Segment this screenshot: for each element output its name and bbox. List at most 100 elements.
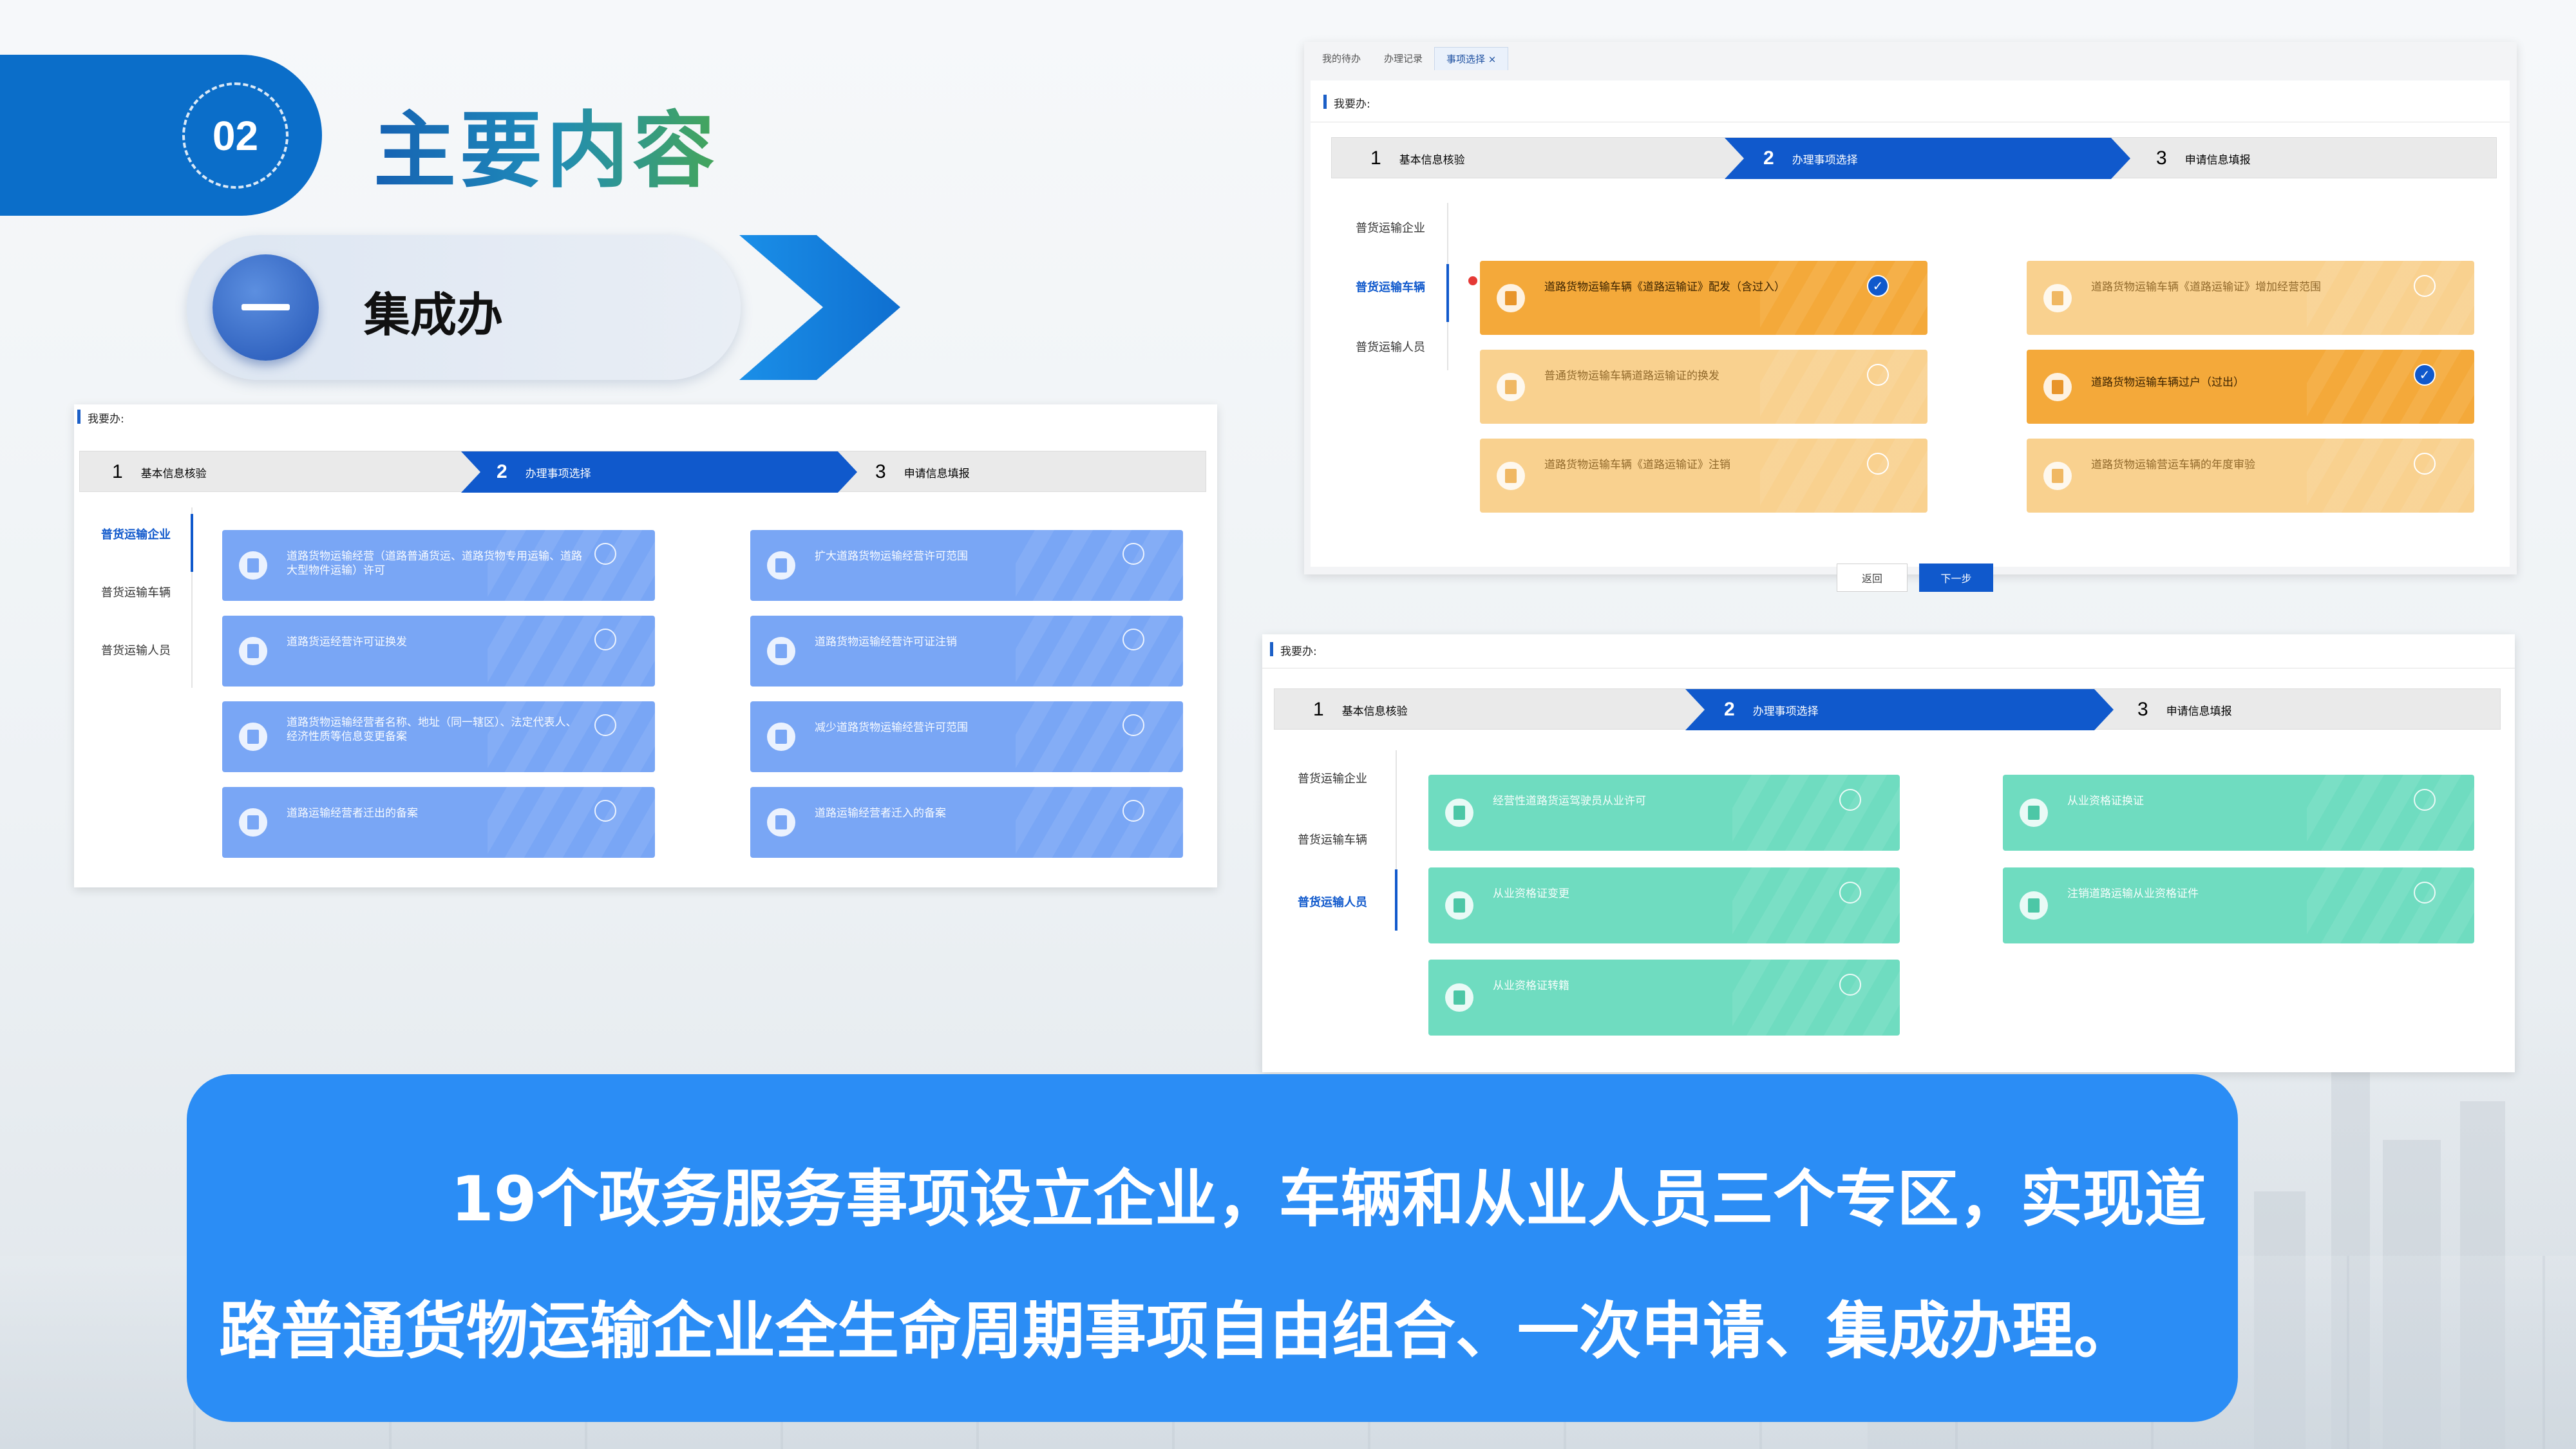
service-card[interactable]: 扩大道路货物运输经营许可范围 (750, 530, 1183, 601)
page-title: 主要内容 (374, 84, 719, 203)
document-icon (2043, 462, 2072, 490)
vehicle-matters-panel: 我的待办 办理记录 事项选择 × 我要办: 1 基本信息核验 2 办理事项选择 … (1304, 42, 2517, 592)
notification-dot (1468, 276, 1477, 285)
service-card[interactable]: 道路货物运输经营许可证注销 (750, 616, 1183, 687)
tab-strip: 我的待办 办理记录 事项选择 × (1311, 44, 1509, 70)
radio-button[interactable] (1867, 364, 1889, 386)
document-icon (239, 808, 267, 837)
dash-icon (242, 304, 290, 310)
radio-button[interactable] (1839, 974, 1861, 996)
panel-title: 我要办: (77, 410, 124, 426)
sidebar-divider (191, 507, 193, 688)
radio-button[interactable] (594, 800, 616, 822)
step-bar: 1 基本信息核验 2 办理事项选择 3 申请信息填报 (79, 451, 1206, 492)
step-1: 1 基本信息核验 (112, 461, 207, 482)
next-step-button[interactable]: 下一步 (1919, 564, 1993, 592)
summary-banner (187, 1074, 2238, 1422)
chevron-right-icon (739, 235, 900, 380)
radio-button[interactable] (2414, 275, 2436, 297)
service-card[interactable]: 注销道路运输从业资格证件 (2003, 867, 2474, 943)
document-icon (767, 723, 795, 751)
radio-button[interactable] (1839, 882, 1861, 904)
service-card[interactable]: 经营性道路货运驾驶员从业许可 (1428, 775, 1900, 851)
sidebar-item-enterprise[interactable]: 普货运输企业 (101, 528, 171, 542)
document-icon (239, 723, 267, 751)
sidebar-item-vehicle[interactable]: 普货运输车辆 (1356, 281, 1425, 294)
subsection-title: 集成办 (364, 288, 504, 342)
back-button[interactable]: 返回 (1837, 564, 1908, 592)
radio-button[interactable] (594, 543, 616, 565)
service-card[interactable]: 道路货物运输营运车辆的年度审验 (2027, 439, 2474, 513)
sidebar-item-enterprise[interactable]: 普货运输企业 (1298, 772, 1367, 786)
document-icon (1445, 891, 1473, 920)
radio-button[interactable] (1122, 800, 1144, 822)
radio-button[interactable] (1122, 629, 1144, 650)
sidebar-item-vehicle[interactable]: 普货运输车辆 (1298, 833, 1367, 847)
summary-text: 19个政务服务事项设立企业，车辆和从业人员三个专区，实现道路普通货物运输企业全生… (219, 1163, 2206, 1367)
service-card[interactable]: 道路运输经营者迁入的备案 (750, 787, 1183, 858)
panel-body: 我要办: 1 基本信息核验 2 办理事项选择 3 申请信息填报 普货运输企业 普… (1311, 80, 2510, 592)
radio-button[interactable] (1839, 789, 1861, 811)
radio-button[interactable] (2414, 789, 2436, 811)
radio-button[interactable] (594, 714, 616, 736)
radio-button[interactable] (1122, 543, 1144, 565)
sidebar-item-personnel[interactable]: 普货运输人员 (1298, 896, 1367, 909)
service-card-selected[interactable]: 道路货物运输车辆过户（过出） ✓ (2027, 350, 2474, 424)
document-icon (767, 637, 795, 665)
sidebar-item-personnel[interactable]: 普货运输人员 (1356, 341, 1425, 354)
service-card[interactable]: 道路货运经营许可证换发 (222, 616, 655, 687)
document-icon (239, 637, 267, 665)
step-3: 3 申请信息填报 (2156, 147, 2251, 169)
document-icon (1445, 983, 1473, 1012)
service-card[interactable]: 道路运输经营者迁出的备案 (222, 787, 655, 858)
tab-my-todo[interactable]: 我的待办 (1322, 53, 1361, 64)
service-card[interactable]: 道路货物运输车辆《道路运输证》增加经营范围 (2027, 261, 2474, 335)
step-2-active: 2 办理事项选择 (1685, 689, 2114, 730)
service-card[interactable]: 道路货物运输经营者名称、地址（同一辖区）、法定代表人、经济性质等信息变更备案 (222, 701, 655, 772)
personnel-matters-panel: 我要办: 1 基本信息核验 2 办理事项选择 3 申请信息填报 普货运输企业 普… (1262, 634, 2515, 1072)
service-card[interactable]: 从业资格证转籍 (1428, 960, 1900, 1036)
enterprise-matters-panel: 我要办: 1 基本信息核验 2 办理事项选择 3 申请信息填报 普货运输企业 普… (74, 404, 1217, 887)
document-icon (767, 551, 795, 580)
radio-button[interactable] (2414, 882, 2436, 904)
document-icon (2020, 891, 2048, 920)
document-icon (1497, 462, 1525, 490)
document-icon (1445, 799, 1473, 827)
radio-button[interactable] (2414, 453, 2436, 475)
radio-button[interactable] (1867, 453, 1889, 475)
step-2-active: 2 办理事项选择 (1725, 138, 2130, 179)
step-1: 1 基本信息核验 (1370, 147, 1465, 169)
step-2-active: 2 办理事项选择 (461, 451, 857, 493)
step-bar: 1 基本信息核验 2 办理事项选择 3 申请信息填报 (1331, 137, 2497, 178)
tab-matter-select[interactable]: 事项选择 × (1434, 47, 1509, 70)
radio-button[interactable] (594, 629, 616, 650)
service-card[interactable]: 减少道路货物运输经营许可范围 (750, 701, 1183, 772)
checked-radio-icon[interactable]: ✓ (1867, 275, 1889, 297)
service-card[interactable]: 从业资格证变更 (1428, 867, 1900, 943)
sidebar-item-vehicle[interactable]: 普货运输车辆 (101, 586, 171, 600)
checked-radio-icon[interactable]: ✓ (2414, 364, 2436, 386)
document-icon (1497, 373, 1525, 401)
tab-records[interactable]: 办理记录 (1384, 53, 1423, 64)
document-icon (1497, 284, 1525, 312)
step-bar: 1 基本信息核验 2 办理事项选择 3 申请信息填报 (1274, 688, 2501, 730)
step-1: 1 基本信息核验 (1313, 699, 1408, 720)
service-card[interactable]: 从业资格证换证 (2003, 775, 2474, 851)
document-icon (767, 808, 795, 837)
step-3: 3 申请信息填报 (2137, 699, 2232, 720)
service-card[interactable]: 道路货物运输经营（道路普通货运、道路货物专用运输、道路大型物件运输）许可 (222, 530, 655, 601)
sidebar-item-enterprise[interactable]: 普货运输企业 (1356, 222, 1425, 235)
panel-title: 我要办: (1323, 95, 1370, 111)
radio-button[interactable] (1122, 714, 1144, 736)
document-icon (2020, 799, 2048, 827)
document-icon (239, 551, 267, 580)
step-3: 3 申请信息填报 (875, 461, 970, 482)
service-card[interactable]: 普通货物运输车辆道路运输证的换发 (1480, 350, 1927, 424)
document-icon (2043, 284, 2072, 312)
sidebar-divider (1395, 750, 1397, 931)
sidebar-item-personnel[interactable]: 普货运输人员 (101, 644, 171, 658)
panel-title: 我要办: (1270, 642, 1317, 658)
service-card[interactable]: 道路货物运输车辆《道路运输证》注销 (1480, 439, 1927, 513)
section-number: 02 (182, 82, 289, 189)
service-card-selected[interactable]: 道路货物运输车辆《道路运输证》配发（含过入） ✓ (1480, 261, 1927, 335)
